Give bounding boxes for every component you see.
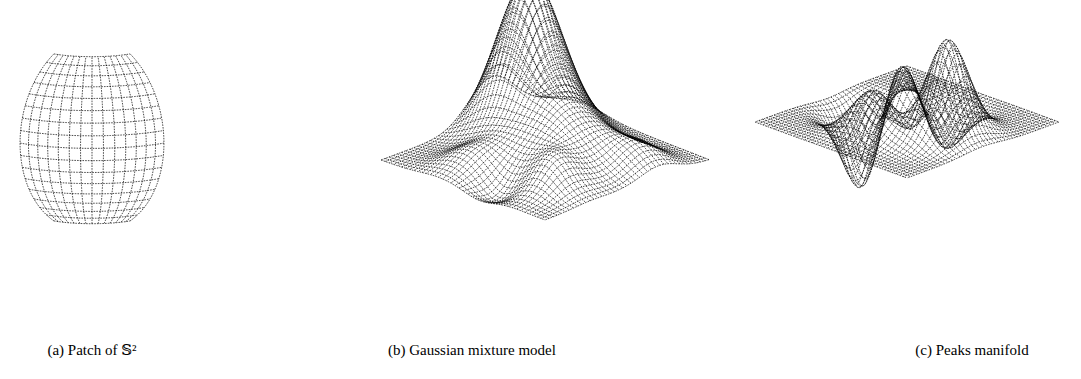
grid-line	[880, 64, 1032, 168]
grid-line	[858, 80, 1010, 160]
grid-line	[512, 20, 676, 163]
grid-line	[839, 97, 991, 152]
grid-line	[520, 140, 684, 211]
grid-line	[121, 55, 147, 222]
grid-line	[504, 0, 668, 164]
grid-line	[516, 138, 680, 209]
grid-line	[789, 103, 941, 165]
grid-line	[884, 82, 1036, 170]
grid-line	[488, 117, 652, 203]
grid-line	[115, 56, 136, 223]
grid-line	[455, 68, 619, 185]
grid-line	[451, 57, 615, 183]
grid-line	[443, 31, 607, 179]
grid-line	[850, 101, 1002, 157]
grid-line	[774, 73, 926, 140]
grid-line	[389, 52, 553, 163]
grid-line	[804, 79, 956, 149]
grid-line	[438, 131, 602, 196]
grid-line	[69, 56, 80, 223]
grid-line	[98, 57, 103, 224]
grid-line	[892, 114, 1044, 173]
grid-line	[488, 0, 652, 169]
grid-line	[28, 55, 58, 222]
grid-line	[414, 0, 578, 170]
grid-line	[873, 41, 1025, 166]
grid-line	[426, 0, 590, 173]
grid-line	[20, 54, 54, 221]
grid-line	[58, 56, 74, 223]
grid-line	[865, 47, 1017, 162]
grid-line	[459, 77, 623, 188]
grid-line	[381, 76, 545, 160]
grid-line	[907, 122, 1059, 178]
subfigure-caption: (b) Gaussian mixture model	[388, 341, 556, 359]
grid-line	[899, 119, 1051, 175]
grid-line	[888, 99, 1040, 171]
grid-line	[533, 85, 697, 163]
grid-line	[785, 77, 937, 181]
grid-line	[835, 93, 987, 151]
grid-line	[430, 0, 594, 175]
grid-line	[385, 65, 549, 162]
grid-line	[778, 74, 930, 155]
grid-line	[393, 37, 557, 164]
grid-line	[389, 157, 553, 217]
grid-line	[759, 67, 911, 123]
grid-line	[381, 160, 545, 220]
grid-line	[479, 107, 643, 201]
grid-line	[479, 0, 643, 174]
grid-line	[529, 75, 693, 163]
grid-line	[755, 122, 907, 178]
subfigure-caption: (a) Patch of 𝕊²	[47, 341, 136, 359]
grid-line	[463, 85, 627, 191]
grid-line	[418, 0, 582, 171]
grid-line	[770, 72, 922, 128]
grid-line	[130, 54, 164, 221]
grid-line	[438, 17, 602, 177]
grid-line	[385, 158, 549, 218]
grid-line	[541, 97, 705, 161]
grid-line	[104, 56, 115, 223]
grid-line	[903, 121, 1055, 177]
grid-line	[54, 54, 130, 57]
grid-line	[545, 160, 709, 220]
grid-line	[512, 136, 676, 208]
grid-line	[492, 0, 656, 167]
grid-line	[793, 80, 945, 186]
grid-line	[496, 0, 660, 165]
grid-line	[869, 40, 1021, 164]
grid-line	[110, 56, 126, 223]
subfigure-caption: (c) Peaks manifold	[915, 341, 1028, 359]
grid-line	[861, 62, 1013, 161]
grid-line	[410, 0, 574, 169]
grid-line	[38, 55, 64, 222]
grid-line	[467, 91, 631, 193]
grid-line	[877, 50, 1029, 167]
grid-line	[896, 118, 1048, 174]
grid-line	[434, 4, 598, 176]
grid-line	[92, 57, 93, 224]
grid-line	[447, 45, 611, 181]
grid-line	[81, 57, 86, 224]
